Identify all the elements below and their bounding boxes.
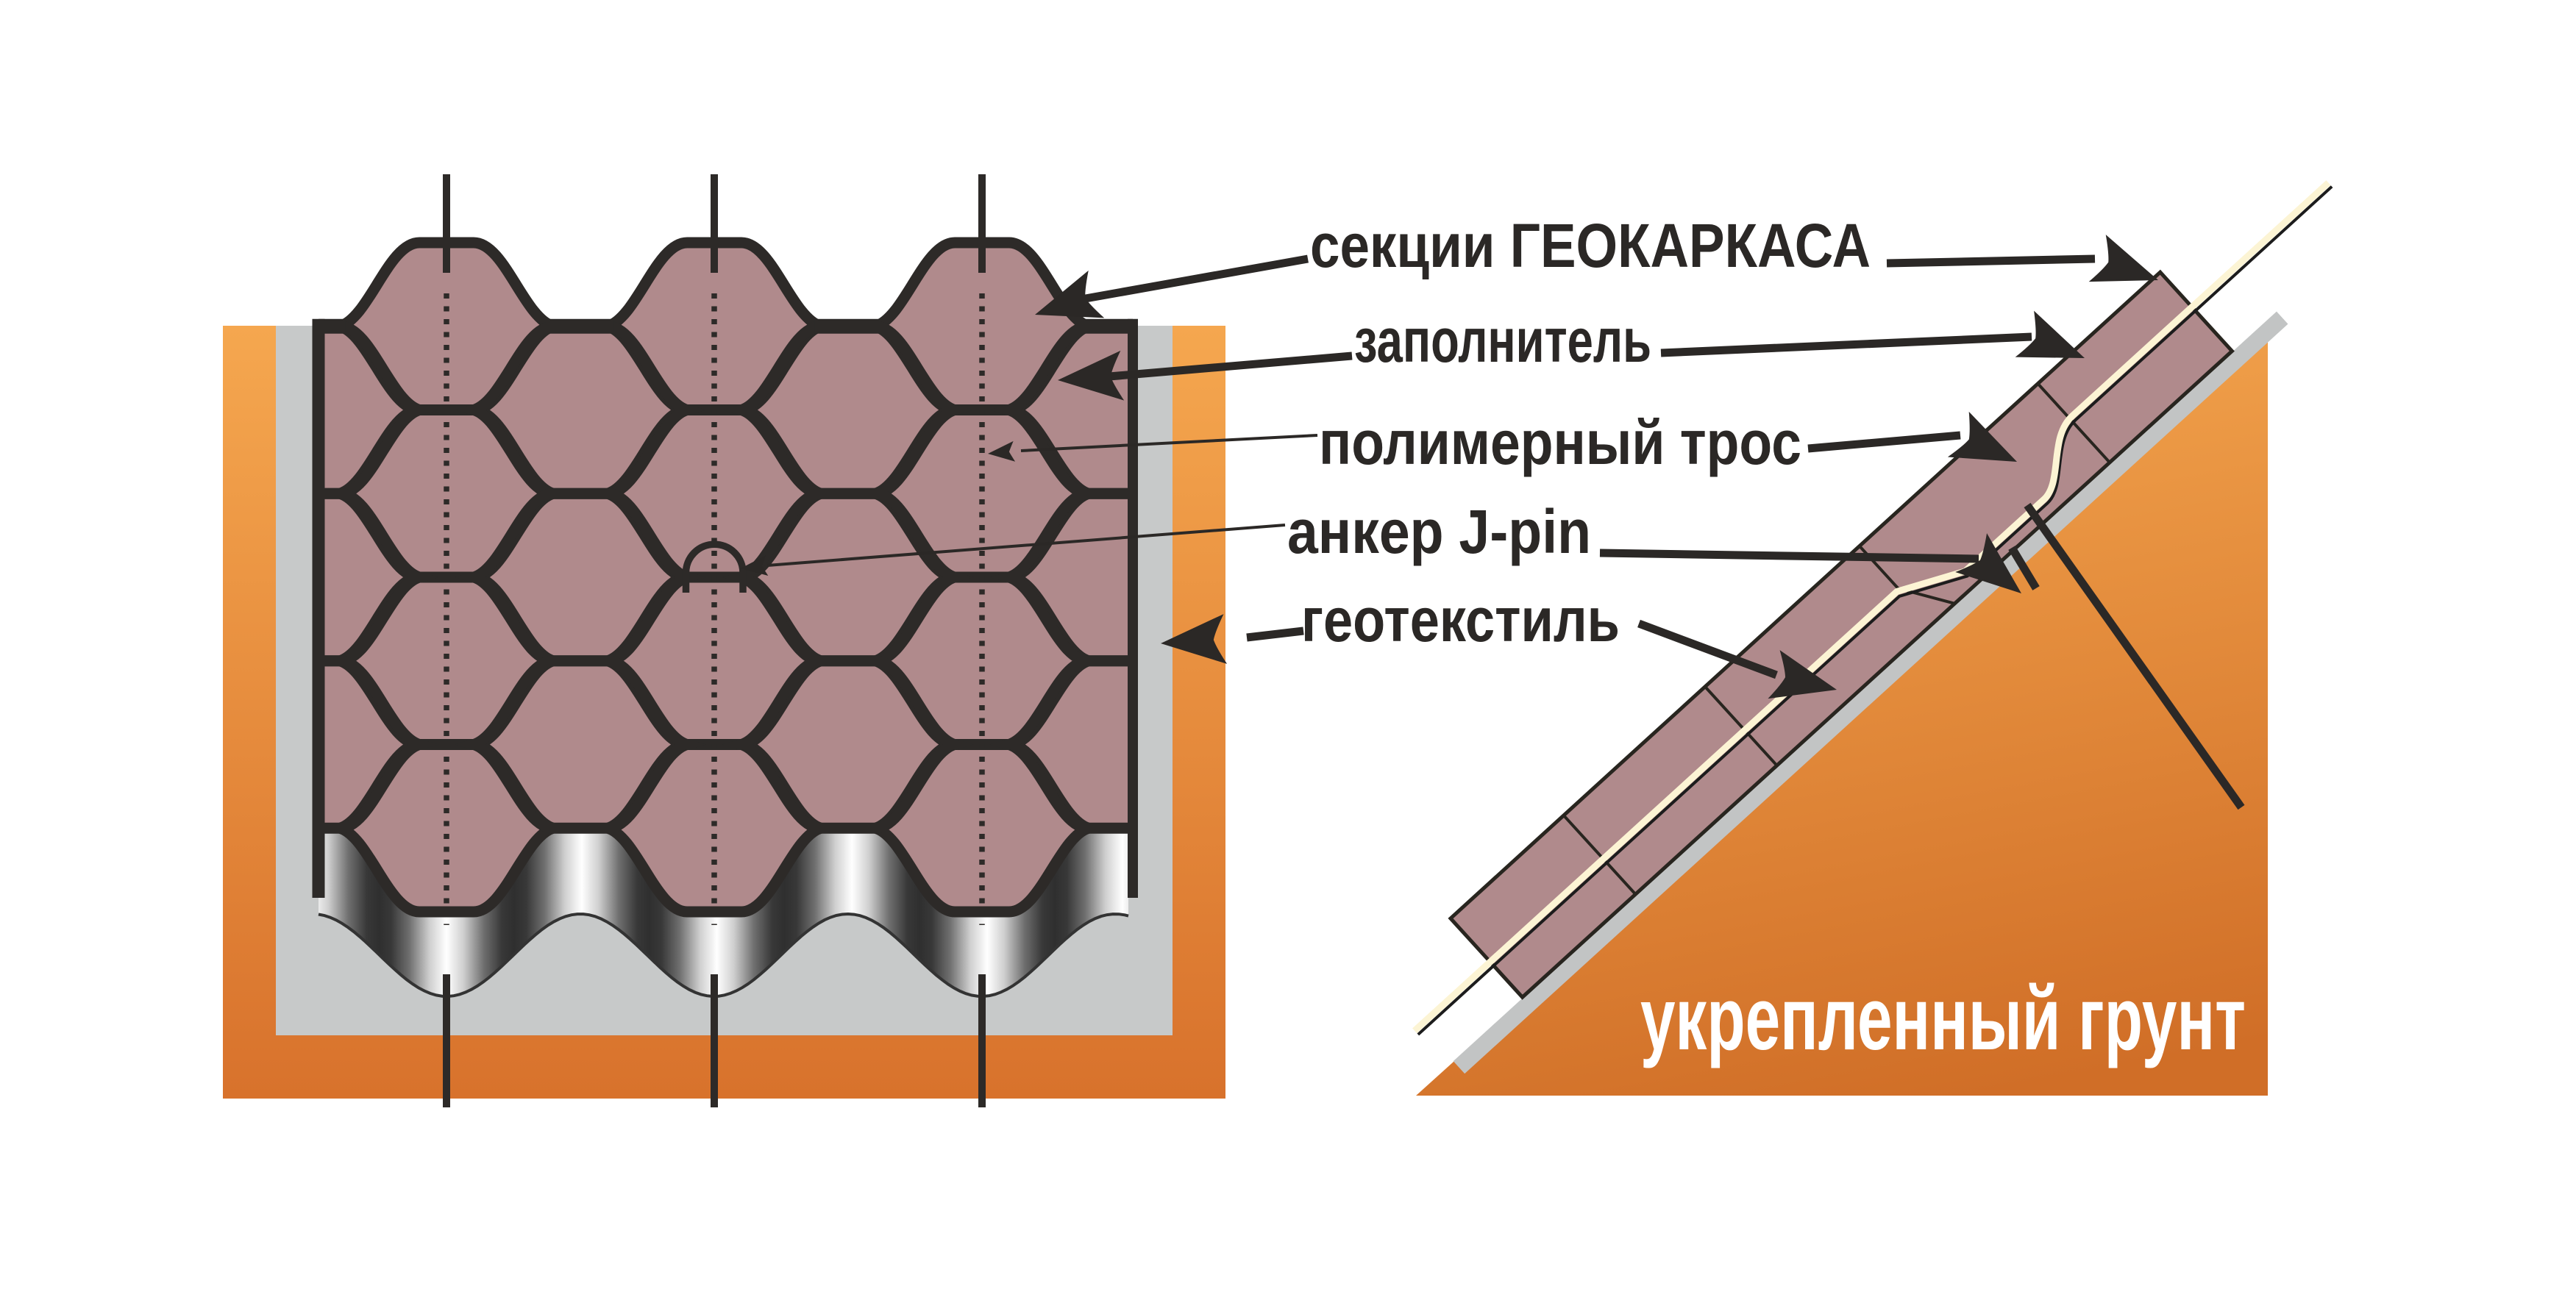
svg-text:заполнитель: заполнитель xyxy=(1354,306,1651,375)
svg-text:геотекстиль: геотекстиль xyxy=(1301,585,1620,654)
svg-text:полимерный трос: полимерный трос xyxy=(1319,408,1801,477)
svg-text:анкер J-pin: анкер J-pin xyxy=(1287,497,1591,566)
svg-text:секции ГЕОКАРКАСА: секции ГЕОКАРКАСА xyxy=(1310,211,1871,280)
svg-text:укрепленный грунт: укрепленный грунт xyxy=(1640,968,2246,1068)
